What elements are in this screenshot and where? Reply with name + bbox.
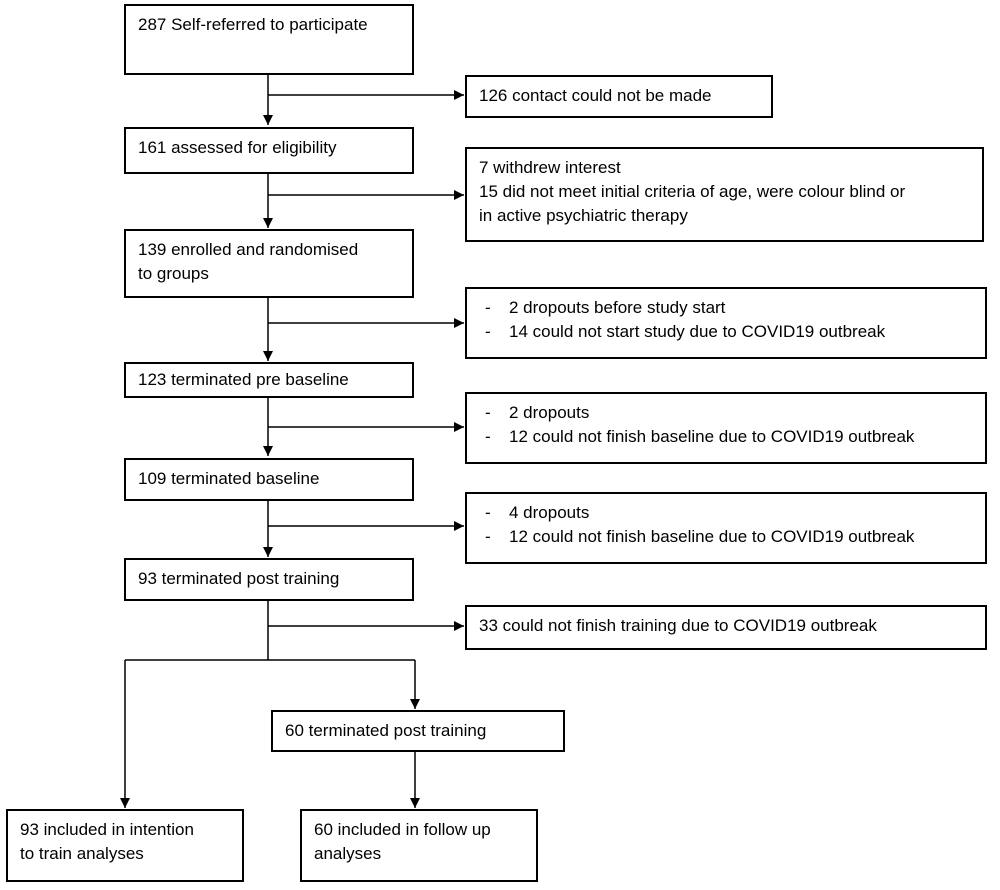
box-text: 126 contact could not be made bbox=[479, 86, 712, 105]
box-text: 33 could not finish training due to COVI… bbox=[479, 616, 877, 635]
training-losses-box: 33 could not finish training due to COVI… bbox=[465, 605, 987, 650]
box-text: 15 did not meet initial criteria of age,… bbox=[479, 182, 906, 201]
enrolled-box: 139 enrolled and randomised to groups bbox=[124, 229, 414, 298]
box-text: to groups bbox=[138, 264, 209, 283]
self-referred-box: 287 Self-referred to participate bbox=[124, 4, 414, 75]
pre-baseline-box: 123 terminated pre baseline bbox=[124, 362, 414, 398]
box-text: 60 included in follow up bbox=[314, 820, 491, 839]
list-item: 2 dropouts before study start bbox=[479, 296, 973, 320]
box-text: to train analyses bbox=[20, 844, 144, 863]
list-item: 12 could not finish baseline due to COVI… bbox=[479, 425, 973, 449]
box-text: 109 terminated baseline bbox=[138, 469, 320, 488]
assessed-box: 161 assessed for eligibility bbox=[124, 127, 414, 174]
excluded-box: 7 withdrew interest 15 did not meet init… bbox=[465, 147, 984, 242]
box-text: 60 terminated post training bbox=[285, 721, 487, 740]
box-text: 93 included in intention bbox=[20, 820, 194, 839]
list-item: 2 dropouts bbox=[479, 401, 973, 425]
list-item: 12 could not finish baseline due to COVI… bbox=[479, 525, 973, 549]
follow-up-analyses-box: 60 included in follow up analyses bbox=[300, 809, 538, 882]
box-text: 7 withdrew interest bbox=[479, 158, 621, 177]
box-text: in active psychiatric therapy bbox=[479, 206, 688, 225]
box-text: 139 enrolled and randomised bbox=[138, 240, 359, 259]
box-text: 123 terminated pre baseline bbox=[138, 370, 349, 389]
pre-study-losses-box: 2 dropouts before study start 14 could n… bbox=[465, 287, 987, 359]
post-training-60-box: 60 terminated post training bbox=[271, 710, 565, 752]
box-text: analyses bbox=[314, 844, 382, 863]
itt-analyses-box: 93 included in intention to train analys… bbox=[6, 809, 244, 882]
list-item: 4 dropouts bbox=[479, 501, 973, 525]
box-text: 161 assessed for eligibility bbox=[138, 138, 337, 157]
no-contact-box: 126 contact could not be made bbox=[465, 75, 773, 118]
baseline-box: 109 terminated baseline bbox=[124, 458, 414, 501]
list-item: 14 could not start study due to COVID19 … bbox=[479, 320, 973, 344]
box-text: 287 Self-referred to participate bbox=[138, 15, 368, 34]
post-training-box: 93 terminated post training bbox=[124, 558, 414, 601]
box-text: 93 terminated post training bbox=[138, 569, 340, 588]
post-baseline-losses-box: 4 dropouts 12 could not finish baseline … bbox=[465, 492, 987, 564]
baseline-losses-box: 2 dropouts 12 could not finish baseline … bbox=[465, 392, 987, 464]
